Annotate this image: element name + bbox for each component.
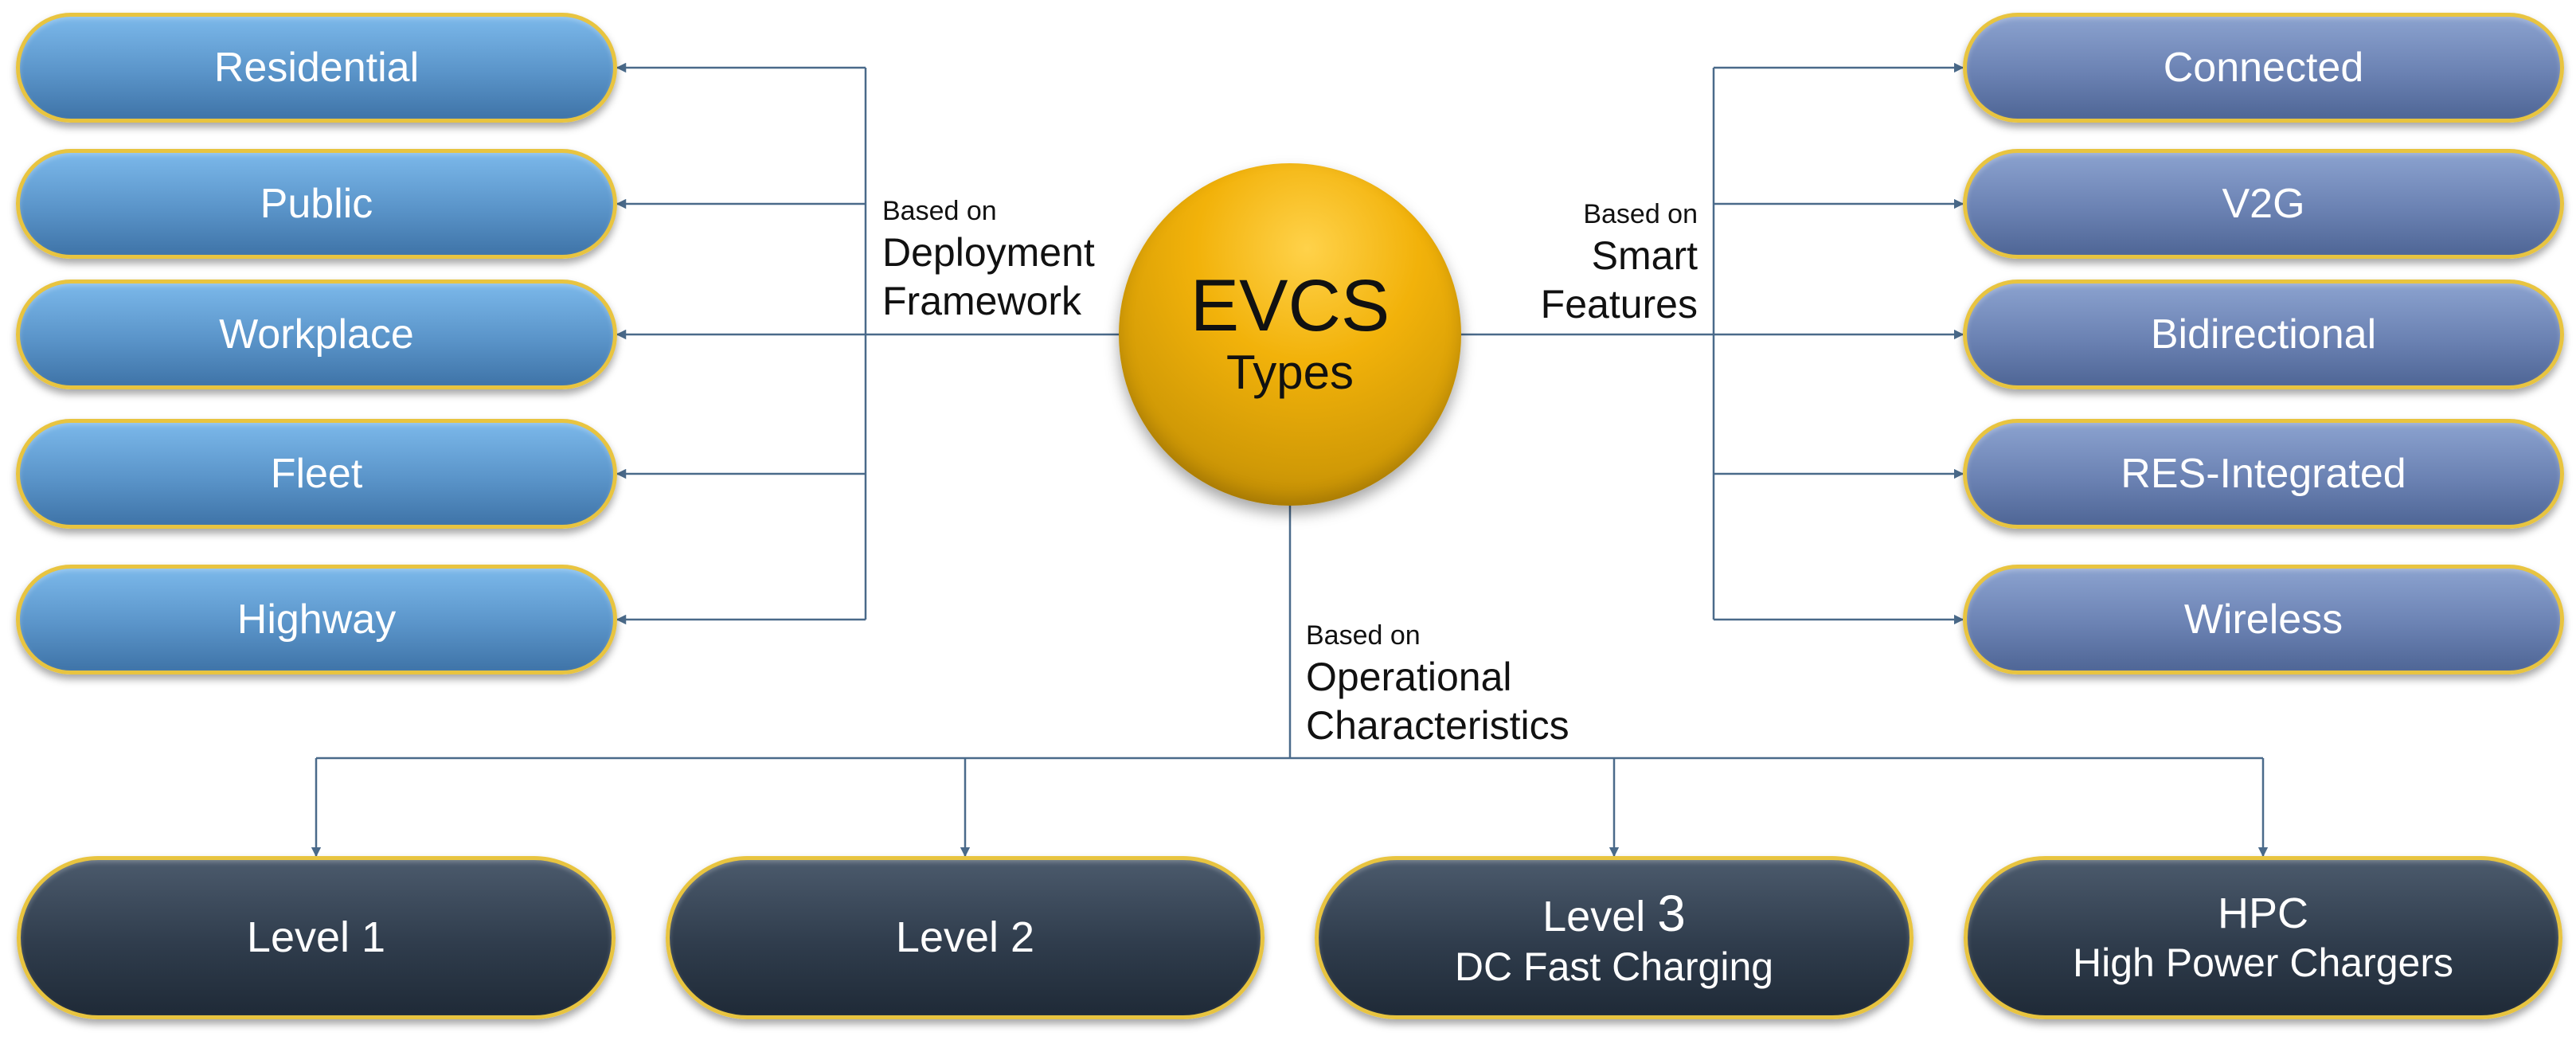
hub-title: EVCS xyxy=(1190,264,1390,346)
node-v2g: V2G xyxy=(1963,149,2564,259)
label-small: Based on xyxy=(1583,199,1698,229)
node-label: Fleet xyxy=(270,451,363,497)
node-label: Level 1 xyxy=(246,913,386,962)
node-label: Wireless xyxy=(2183,596,2343,643)
label-line2: Framework xyxy=(882,279,1082,324)
node-level-2: Level 2 xyxy=(666,856,1265,1019)
node-bidirectional: Bidirectional xyxy=(1963,280,2564,389)
node-label: Bidirectional xyxy=(2150,311,2377,358)
node-label: Highway xyxy=(236,596,397,643)
node-workplace: Workplace xyxy=(16,280,617,389)
node-connected: Connected xyxy=(1963,13,2564,123)
node-label: Level 2 xyxy=(895,913,1035,962)
node-label: Level 3 xyxy=(1542,885,1686,944)
label-line1: Operational xyxy=(1306,655,1512,700)
label-operational: Based on Operational Characteristics xyxy=(1306,618,1569,750)
node-label: Workplace xyxy=(219,311,414,358)
label-deployment: Based on Deployment Framework xyxy=(882,194,1095,326)
node-level-3: Level 3 DC Fast Charging xyxy=(1315,856,1913,1019)
label-small: Based on xyxy=(882,196,997,226)
node-label: Residential xyxy=(213,45,420,91)
node-hpc: HPC High Power Chargers xyxy=(1964,856,2562,1019)
node-highway: Highway xyxy=(16,565,617,674)
hub-evcs-types: EVCS Types xyxy=(1119,163,1461,506)
hub-subtitle: Types xyxy=(1225,346,1354,400)
label-line2: Characteristics xyxy=(1306,703,1569,749)
node-sublabel: DC Fast Charging xyxy=(1454,944,1774,990)
label-line2: Features xyxy=(1540,282,1698,327)
node-level-1: Level 1 xyxy=(17,856,616,1019)
label-small: Based on xyxy=(1306,620,1421,651)
label-smart: Based on Smart Features xyxy=(1481,197,1698,329)
node-label: RES-Integrated xyxy=(2121,451,2406,497)
node-label: Connected xyxy=(2163,45,2364,91)
label-line1: Smart xyxy=(1591,233,1698,279)
node-label: V2G xyxy=(2222,181,2305,227)
node-res-integrated: RES-Integrated xyxy=(1963,419,2564,529)
node-sublabel: High Power Chargers xyxy=(2073,940,2453,985)
label-line1: Deployment xyxy=(882,230,1095,276)
node-label: Public xyxy=(260,181,373,227)
node-label-number: 3 xyxy=(1657,884,1686,942)
node-public: Public xyxy=(16,149,617,259)
node-label: HPC xyxy=(2217,890,2308,938)
node-wireless: Wireless xyxy=(1963,565,2564,674)
node-label-text: Level xyxy=(1542,892,1646,940)
node-fleet: Fleet xyxy=(16,419,617,529)
node-residential: Residential xyxy=(16,13,617,123)
